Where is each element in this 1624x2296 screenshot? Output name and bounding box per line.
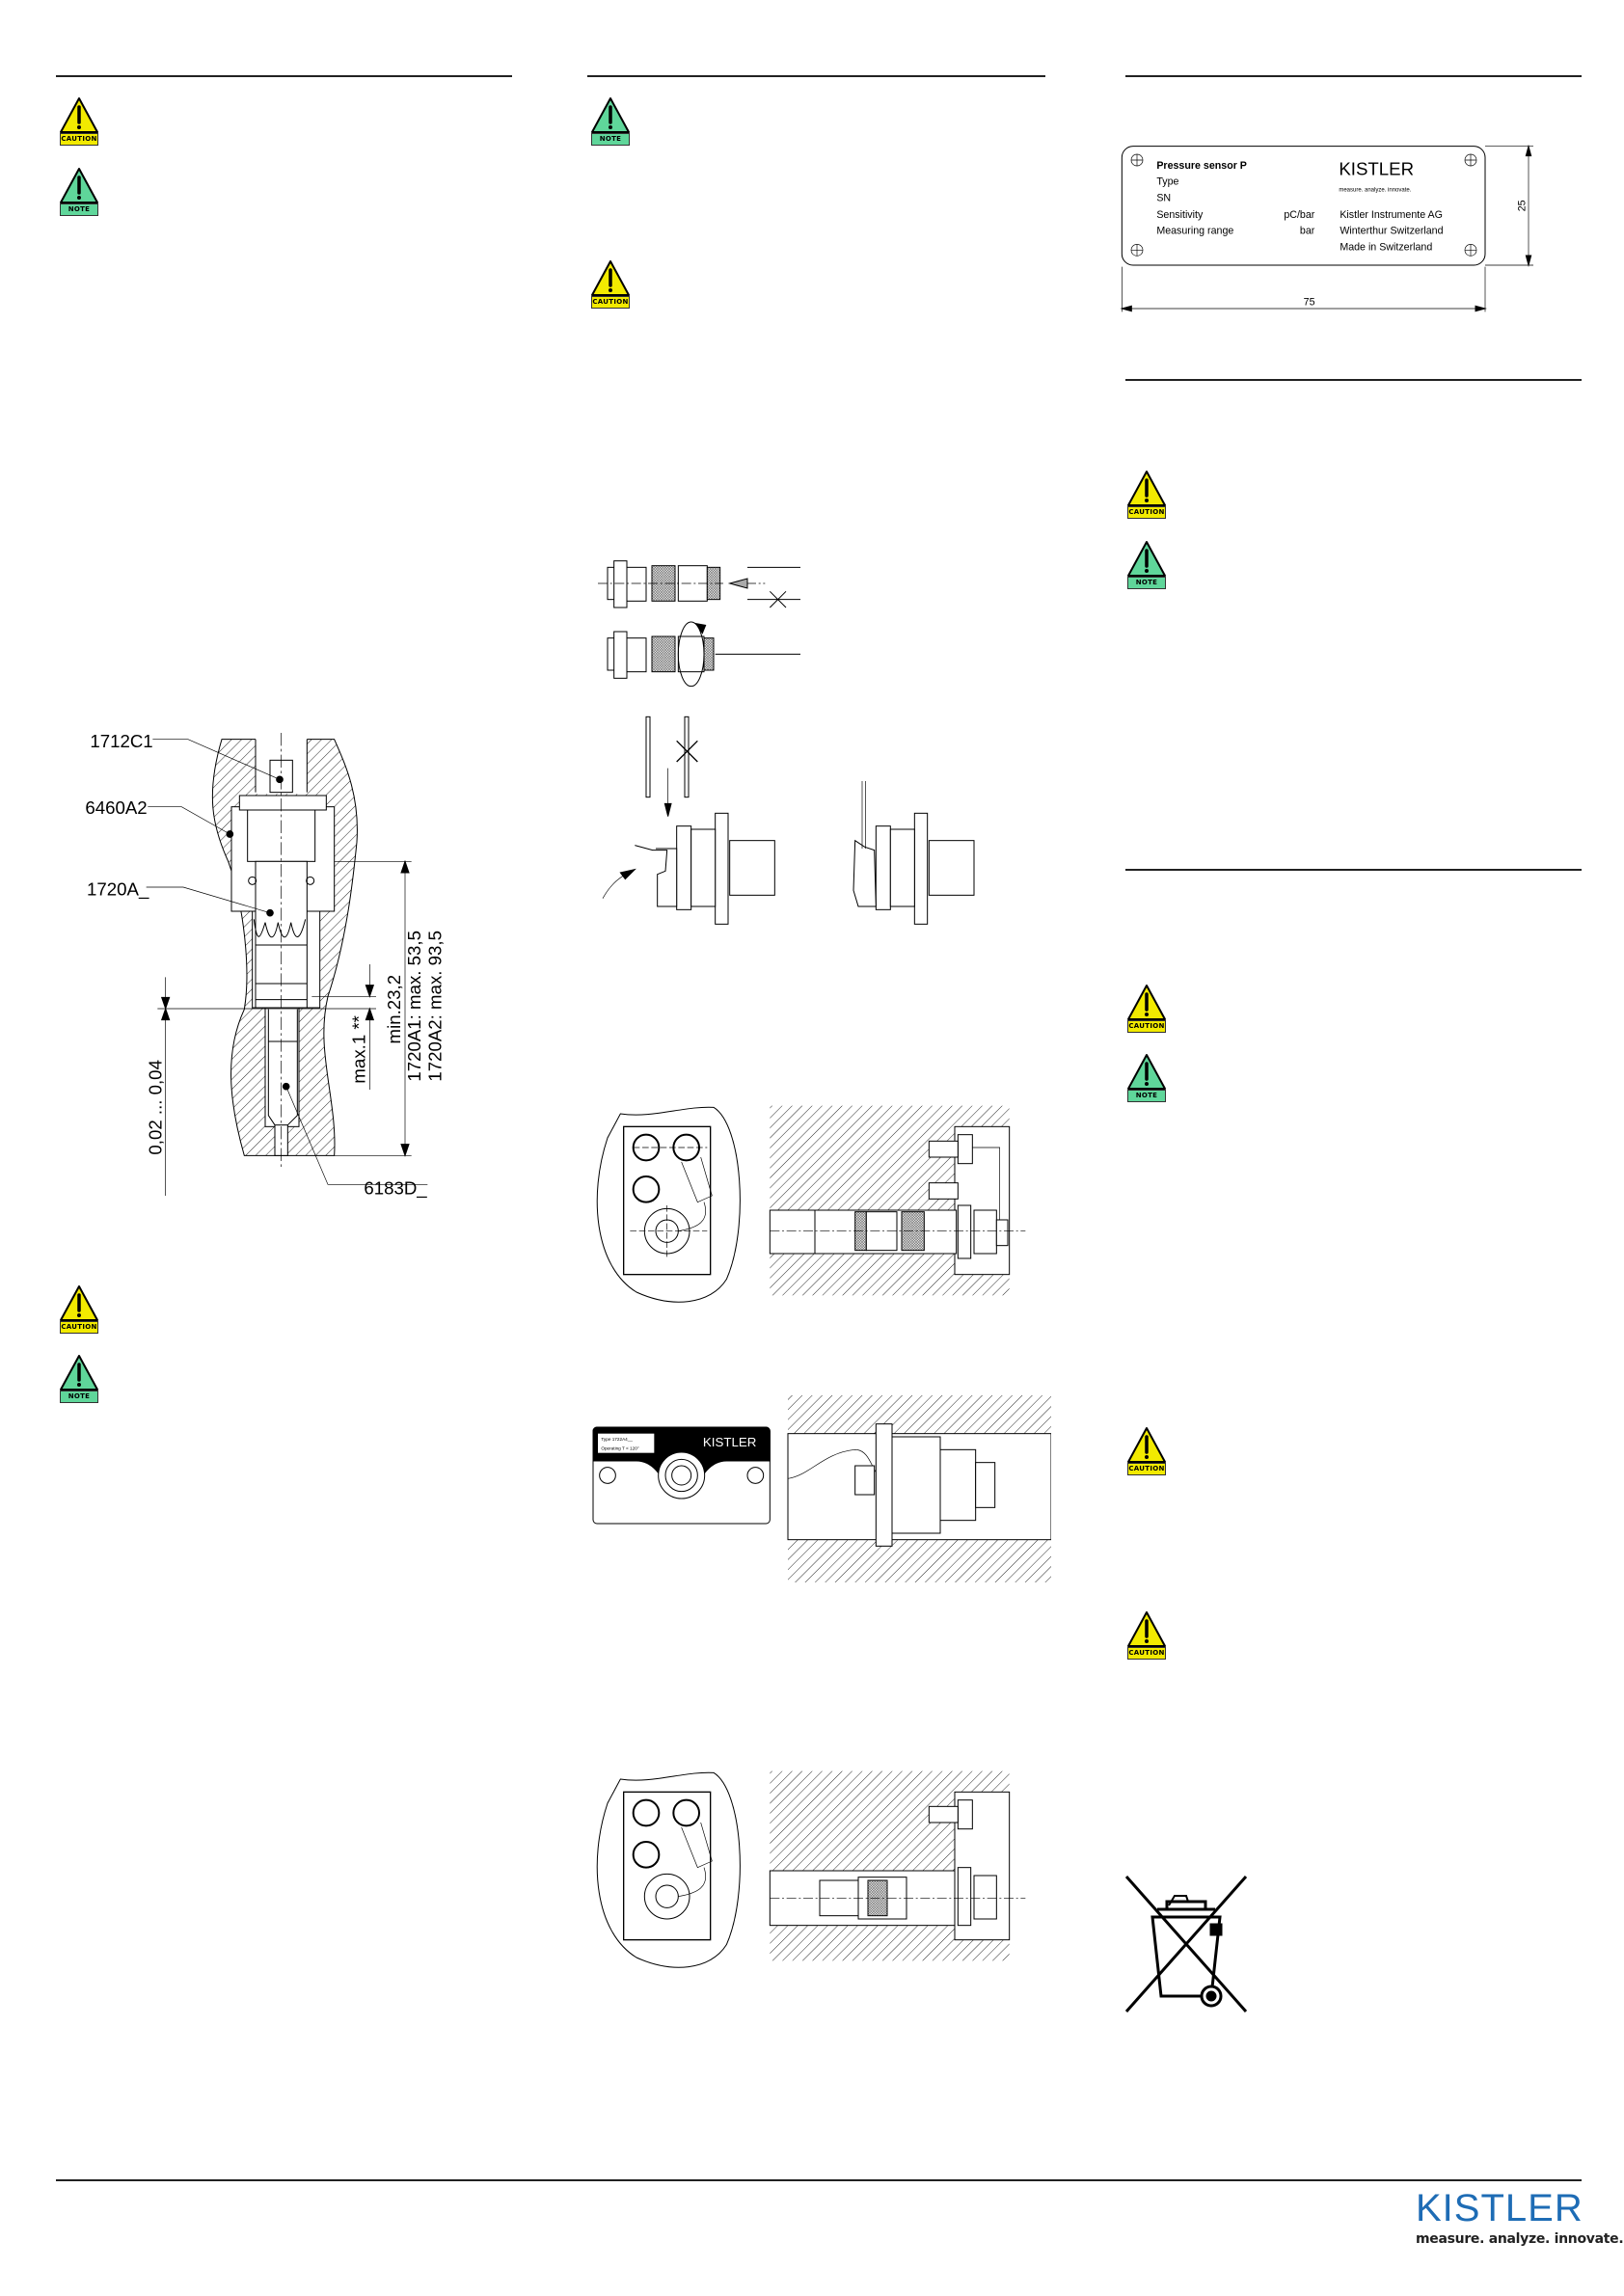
caution-icon: CAUTION [59, 96, 99, 149]
dim-tolerance: 0,02 ... 0,04 [145, 1060, 165, 1155]
caution-label: CAUTION [60, 1321, 98, 1334]
note-icon: NOTE [1126, 540, 1167, 592]
logo-brand: KISTLER [1416, 2187, 1583, 2229]
dim-max-1: max.1 ** [348, 1015, 368, 1084]
warning-triangle-icon [591, 97, 630, 133]
warning-triangle-icon [1127, 1054, 1166, 1090]
caution-label: CAUTION [60, 133, 98, 146]
nameplate-sensitivity: Sensitivity [1156, 209, 1204, 221]
warning-triangle-icon [1127, 1611, 1166, 1647]
caution-icon: CAUTION [1126, 470, 1167, 522]
dim-min-23-2: min.23,2 [384, 975, 404, 1044]
sensor-mounting-view [596, 1105, 1026, 1303]
warning-triangle-icon [1127, 541, 1166, 577]
warning-triangle-icon [1127, 1427, 1166, 1463]
note-icon: NOTE [59, 1354, 99, 1406]
nameplate-brand: KISTLER [1339, 159, 1414, 179]
column-1-rule [56, 75, 512, 77]
warning-triangle-icon [591, 260, 630, 296]
caution-icon: CAUTION [590, 259, 631, 311]
nameplate-title: Pressure sensor P [1156, 160, 1247, 172]
connector-assembly-drawing [598, 560, 975, 925]
sensor-mounting-view-2 [596, 1770, 1026, 1968]
warning-triangle-icon [1127, 471, 1166, 506]
note-label: NOTE [60, 203, 98, 216]
label-1712c1: 1712C1 [90, 731, 152, 751]
kistler-logo: KISTLER measure. analyze. innovate. [1416, 2187, 1624, 2247]
note-label: NOTE [1127, 1090, 1166, 1102]
logo-tagline: measure. analyze. innovate. [1416, 2231, 1624, 2247]
dim-1720a1-max: 1720A1: max. 53,5 [404, 931, 424, 1082]
column-2-rule [587, 75, 1045, 77]
nameplate-width-dim: 75 [1304, 297, 1315, 309]
caution-label: CAUTION [1127, 1463, 1166, 1475]
weee-crossed-bin-icon [1124, 1876, 1248, 2012]
note-label: NOTE [60, 1391, 98, 1403]
connector-plate-type: Type 1722A4__ [601, 1437, 633, 1442]
mount-assembly [853, 781, 975, 925]
connector-plate-temp: Operating T < 120° [601, 1445, 638, 1450]
caution-icon: CAUTION [1126, 984, 1167, 1036]
mounting-cross-section-drawing: 1712C1 6460A2 1720A_ 6183D_ min.23,2 172… [85, 731, 445, 1199]
caution-label: CAUTION [1127, 1020, 1166, 1033]
nameplate-type: Type [1156, 176, 1178, 188]
caution-label: CAUTION [1127, 1647, 1166, 1660]
nameplate-city: Winterthur Switzerland [1340, 226, 1443, 237]
connector-tighten-step [607, 621, 800, 688]
nameplate-made: Made in Switzerland [1340, 241, 1432, 253]
caution-label: CAUTION [591, 296, 630, 309]
connector-plate-mounting-view: Type 1722A4__ Operating T < 120° KISTLER [592, 1395, 1051, 1582]
dim-1720a2-max: 1720A2: max. 93,5 [424, 931, 445, 1082]
nameplate-sensitivity-unit: pC/bar [1284, 209, 1314, 221]
nameplate-height-dim: 25 [1517, 200, 1529, 211]
footer-rule [56, 2179, 1582, 2181]
label-1720a: 1720A_ [87, 878, 149, 900]
caution-icon: CAUTION [59, 1284, 99, 1337]
column-3-rule-3 [1125, 869, 1582, 871]
caution-icon: CAUTION [1126, 1426, 1167, 1478]
nameplate-company: Kistler Instrumente AG [1340, 209, 1443, 221]
label-6460a2: 6460A2 [85, 797, 147, 818]
connector-insert-step [598, 560, 800, 608]
mount-assembly [635, 812, 775, 925]
nameplate-range-unit: bar [1300, 226, 1315, 237]
nameplate-sn: SN [1156, 192, 1171, 203]
note-icon: NOTE [59, 167, 99, 219]
warning-triangle-icon [60, 168, 98, 203]
caution-icon: CAUTION [1126, 1610, 1167, 1662]
note-icon: NOTE [590, 96, 631, 149]
cable-insert-step [602, 716, 698, 899]
label-6183d: 6183D_ [364, 1177, 427, 1199]
warning-triangle-icon [60, 1355, 98, 1391]
connector-nameplate: Type 1722A4__ Operating T < 120° KISTLER [592, 1426, 771, 1525]
warning-triangle-icon [60, 1285, 98, 1321]
nameplate-range: Measuring range [1156, 226, 1233, 237]
warning-triangle-icon [1127, 985, 1166, 1020]
sensor-nameplate-drawing: Pressure sensor P Type SN Sensitivity pC… [1120, 144, 1533, 312]
note-label: NOTE [591, 133, 630, 146]
column-3-rule-2 [1125, 379, 1582, 381]
nameplate-tagline: measure. analyze. innovate. [1339, 187, 1411, 193]
warning-triangle-icon [60, 97, 98, 133]
note-icon: NOTE [1126, 1053, 1167, 1105]
column-3-rule [1125, 75, 1582, 77]
caution-label: CAUTION [1127, 506, 1166, 519]
connector-plate-brand: KISTLER [703, 1435, 757, 1449]
note-label: NOTE [1127, 577, 1166, 589]
